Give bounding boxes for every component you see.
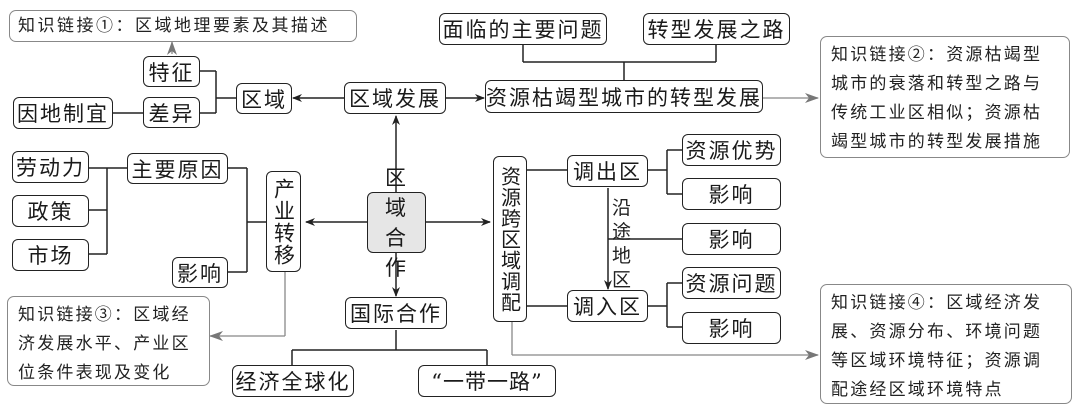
- node-resource-problem: 资源问题: [682, 267, 781, 299]
- node-route-impact: 影响: [682, 223, 781, 255]
- node-export-impact: 影响: [682, 178, 781, 210]
- label-along-route-1: 沿途: [612, 197, 632, 243]
- node-region: 区域: [236, 83, 292, 114]
- node-resource-advantage: 资源优势: [682, 134, 781, 166]
- node-international-cooperation: 国际合作: [345, 297, 447, 329]
- node-export-region: 调出区: [567, 155, 648, 187]
- node-transition-path: 转型发展之路: [643, 13, 790, 45]
- node-import-region: 调入区: [567, 290, 648, 322]
- knowledge-link-1: 知识链接①：区域地理要素及其描述: [9, 10, 357, 42]
- node-market: 市场: [12, 239, 89, 271]
- knowledge-link-2: 知识链接②：资源枯竭型城市的衰落和转型之路与传统工业区相似；资源枯竭型城市的转型…: [820, 36, 1070, 158]
- node-characteristics: 特征: [143, 56, 200, 87]
- node-main-reasons: 主要原因: [127, 153, 228, 184]
- node-belt-and-road: “一带一路”: [418, 365, 556, 397]
- node-resource-city-transition: 资源枯竭型城市的转型发展: [485, 80, 763, 113]
- label-along-route-2: 地区: [612, 245, 632, 291]
- knowledge-link-3: 知识链接③：区域经济发展水平、产业区位条件表现及变化: [7, 296, 210, 386]
- node-import-impact: 影响: [682, 312, 781, 344]
- node-resource-transfer: 资源跨区域调配: [493, 156, 527, 322]
- node-region-development: 区域发展: [344, 82, 446, 114]
- node-main-problems: 面临的主要问题: [439, 13, 607, 45]
- node-regional-cooperation: 区域合作: [367, 166, 426, 280]
- node-globalization: 经济全球化: [232, 365, 354, 397]
- node-policy: 政策: [12, 195, 89, 227]
- node-industrial-transfer: 产业转移: [266, 171, 301, 272]
- node-industry-impact: 影响: [172, 257, 228, 288]
- node-adapt-local: 因地制宜: [13, 97, 113, 129]
- knowledge-link-4: 知识链接④：区域经济发展、资源分布、环境问题等区域环境特征；资源调配途经区域环境…: [820, 284, 1072, 404]
- node-labor: 劳动力: [12, 151, 89, 183]
- node-differences: 差异: [143, 97, 200, 128]
